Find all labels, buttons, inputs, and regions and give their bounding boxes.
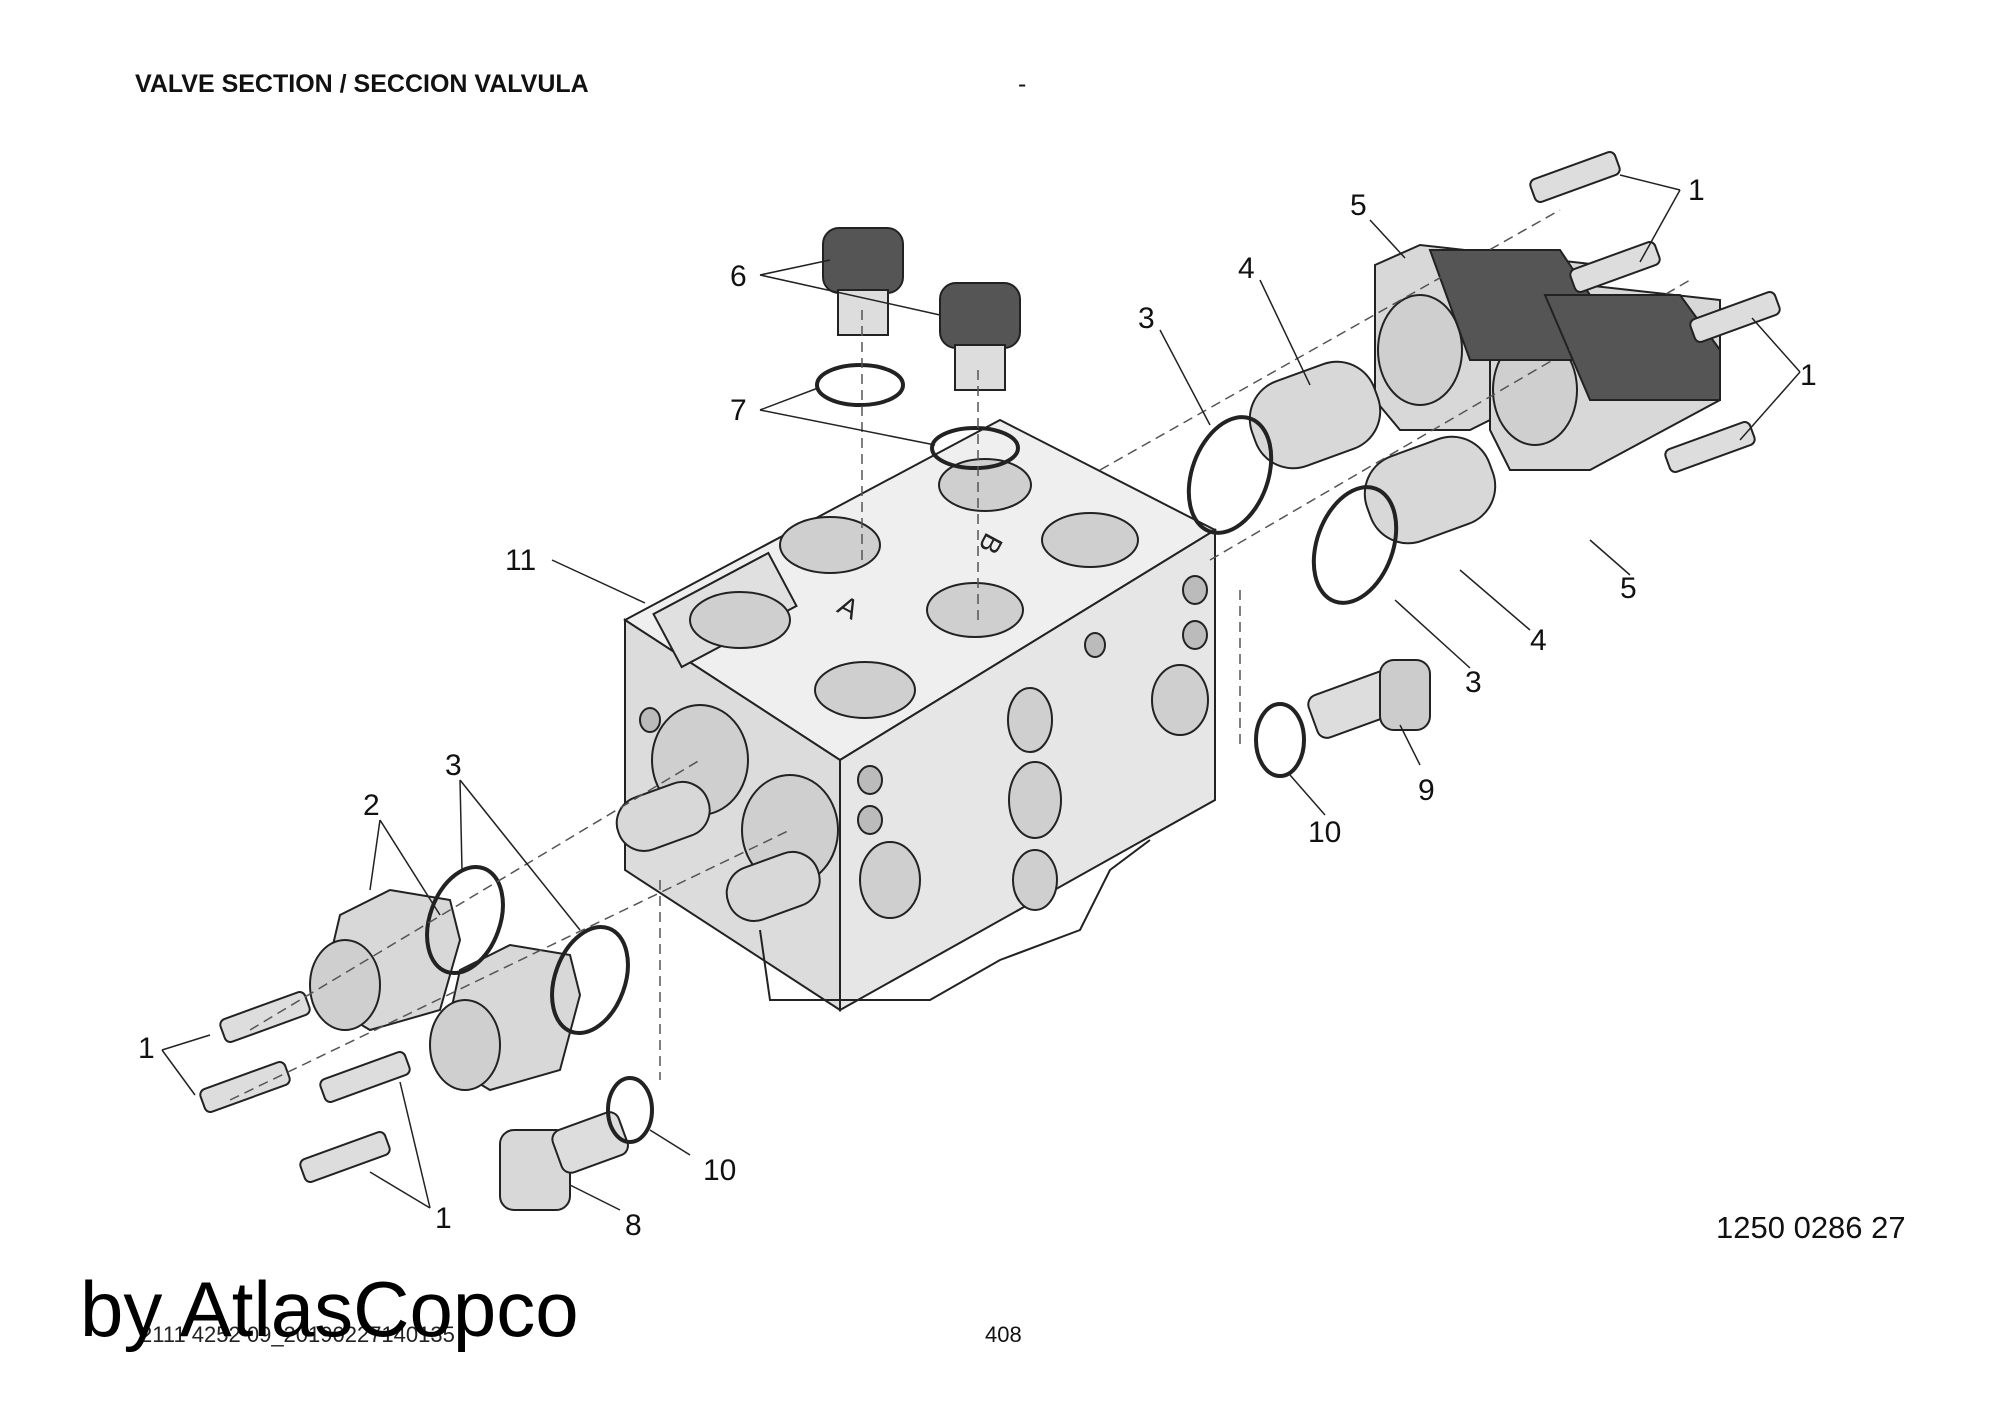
o-rings-top: [815, 363, 1020, 470]
callout-10-right: 10: [1308, 816, 1341, 849]
page-title: VALVE SECTION / SECCION VALVULA: [135, 70, 589, 98]
brand-watermark: by AtlasCopco: [80, 1265, 579, 1353]
spring-parts: [1248, 360, 1497, 545]
callout-3-right: 3: [1465, 666, 1482, 699]
callout-4-upper: 4: [1238, 252, 1255, 285]
callout-4-lower: 4: [1530, 624, 1547, 657]
callout-1-top-right-b: 1: [1800, 359, 1817, 392]
document-code: 2111 4252 09_20190227140135: [140, 1322, 455, 1347]
callout-1-top-right-a: 1: [1688, 174, 1705, 207]
callout-7: 7: [730, 394, 747, 427]
plug-and-ring-right: [1254, 659, 1431, 778]
valve-body: [615, 418, 1218, 1012]
drawing-number: 1250 0286 27: [1716, 1210, 1906, 1245]
header-dash: -: [1018, 70, 1027, 98]
cap-plug-parts: [822, 227, 1021, 391]
bolt-parts-top-right: [1529, 151, 1781, 473]
callout-1-bottom-left-b: 1: [435, 1202, 452, 1235]
o-rings-left: [425, 864, 630, 1036]
callout-6: 6: [730, 260, 747, 293]
flange-parts: [1374, 243, 1721, 471]
callout-5-lower: 5: [1620, 572, 1637, 605]
page-number: 408: [985, 1322, 1022, 1347]
leader-lines: [161, 174, 1801, 1211]
callout-9: 9: [1418, 774, 1435, 807]
o-rings-right: [1186, 415, 1399, 605]
callout-3-upper: 3: [1138, 302, 1155, 335]
center-lines: [229, 209, 1691, 1101]
callout-8: 8: [625, 1209, 642, 1242]
plug-and-ring-bottom: [499, 1076, 654, 1211]
callout-10-bottom: 10: [703, 1154, 736, 1187]
callout-2: 2: [363, 789, 380, 822]
callout-3-left: 3: [445, 749, 462, 782]
bolt-parts-bottom-left: [199, 991, 411, 1183]
callout-11: 11: [505, 544, 536, 577]
callout-1-bottom-left-a: 1: [138, 1032, 155, 1065]
flange-parts-left: [309, 888, 582, 1092]
callout-5-upper: 5: [1350, 189, 1367, 222]
